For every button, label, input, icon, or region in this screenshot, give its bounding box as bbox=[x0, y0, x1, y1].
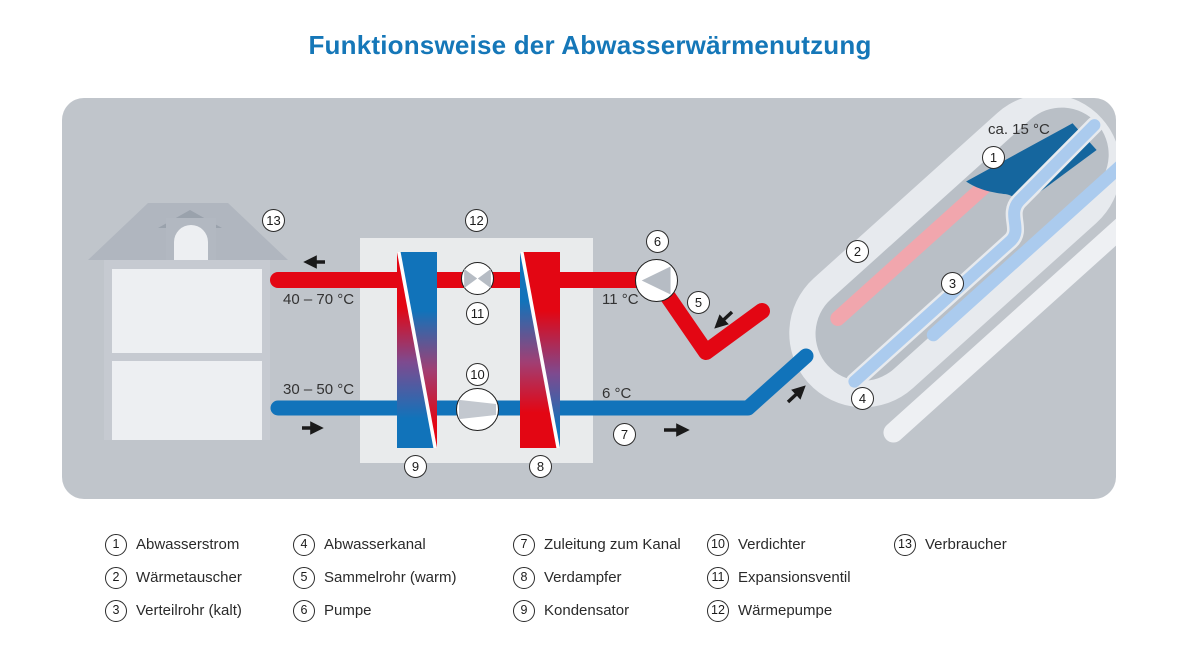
legend-item: 13 Verbraucher bbox=[894, 533, 1007, 556]
warm-pipe-diagonal bbox=[656, 283, 770, 360]
channel-outer-rim bbox=[883, 208, 1116, 443]
diagram-marker-13: 13 bbox=[262, 209, 285, 232]
flow-arrow-downleft bbox=[714, 310, 734, 329]
condenser-bar bbox=[397, 252, 437, 448]
distribution-pipe-cold bbox=[926, 150, 1116, 342]
legend-item-number: 2 bbox=[105, 566, 127, 589]
legend-item: 6 Pumpe bbox=[293, 599, 457, 622]
legend-item-number: 6 bbox=[293, 599, 315, 622]
legend-column-1: 1 Abwasserstrom 2 Wärmetauscher 3 Verteilro… bbox=[105, 533, 242, 622]
expansion-valve-symbol bbox=[461, 262, 494, 295]
diagram-graphics bbox=[270, 98, 1116, 443]
pump-symbol bbox=[635, 259, 678, 302]
diagram-marker-3: 3 bbox=[941, 272, 964, 295]
temp-warm-supply: 40 – 70 °C bbox=[283, 291, 355, 308]
diagram-marker-12: 12 bbox=[465, 209, 488, 232]
diagram-marker-11: 11 bbox=[466, 302, 489, 325]
temp-collector-cold: 6 °C bbox=[602, 385, 632, 402]
diagram-marker-1: 1 bbox=[982, 146, 1005, 169]
compressor-icon bbox=[459, 399, 496, 420]
heat-exchanger-pipe-warm bbox=[830, 170, 1002, 326]
legend-item-label: Verbraucher bbox=[925, 536, 1007, 553]
legend-item-label: Abwasserkanal bbox=[324, 536, 426, 553]
temp-sewage: ca. 15 °C bbox=[988, 121, 1050, 138]
pump-icon bbox=[641, 266, 671, 295]
legend-item-number: 1 bbox=[105, 533, 127, 556]
legend-item-label: Sammelrohr (warm) bbox=[324, 569, 457, 586]
diagram-marker-2: 2 bbox=[846, 240, 869, 263]
legend-item-label: Zuleitung zum Kanal bbox=[544, 536, 681, 553]
legend-item-label: Pumpe bbox=[324, 602, 372, 619]
temp-collector-warm: 11 °C bbox=[602, 291, 639, 308]
diagram-marker-4: 4 bbox=[851, 387, 874, 410]
sewage-water bbox=[966, 123, 1097, 202]
evaporator-bar bbox=[520, 252, 560, 448]
legend-item: 9 Kondensator bbox=[513, 599, 681, 622]
legend-item: 5 Sammelrohr (warm) bbox=[293, 566, 457, 589]
legend-item-number: 7 bbox=[513, 533, 535, 556]
legend-item: 1 Abwasserstrom bbox=[105, 533, 242, 556]
legend-item-label: Verdichter bbox=[738, 536, 806, 553]
legend-column-5: 13 Verbraucher bbox=[894, 533, 1007, 556]
legend-item: 3 Verteilrohr (kalt) bbox=[105, 599, 242, 622]
legend-item: 4 Abwasserkanal bbox=[293, 533, 457, 556]
legend-item: 2 Wärmetauscher bbox=[105, 566, 242, 589]
diagram-marker-6: 6 bbox=[646, 230, 669, 253]
legend-item-number: 9 bbox=[513, 599, 535, 622]
legend-item-number: 8 bbox=[513, 566, 535, 589]
legend-item-number: 13 bbox=[894, 533, 916, 556]
legend-item-number: 3 bbox=[105, 599, 127, 622]
house-window-upper bbox=[112, 269, 262, 353]
temp-warm-return: 30 – 50 °C bbox=[283, 381, 355, 398]
diagram-marker-7: 7 bbox=[613, 423, 636, 446]
page-title: Funktionsweise der Abwasserwärmenutzung bbox=[308, 30, 872, 60]
diagram-marker-5: 5 bbox=[687, 291, 710, 314]
legend-item: 10 Verdichter bbox=[707, 533, 851, 556]
legend-item-label: Kondensator bbox=[544, 602, 630, 619]
diagram-marker-9: 9 bbox=[404, 455, 427, 478]
legend-item-label: Verteilrohr (kalt) bbox=[136, 602, 242, 619]
diagram-marker-10: 10 bbox=[466, 363, 489, 386]
legend-item-label: Wärmetauscher bbox=[136, 569, 242, 586]
legend-item-number: 12 bbox=[707, 599, 729, 622]
legend-item-number: 5 bbox=[293, 566, 315, 589]
legend-item-number: 11 bbox=[707, 566, 729, 589]
valve-icon bbox=[464, 268, 478, 289]
legend-item-label: Abwasserstrom bbox=[136, 536, 240, 553]
legend-item-number: 4 bbox=[293, 533, 315, 556]
valve-icon bbox=[477, 268, 491, 289]
sewer-channel bbox=[789, 98, 1116, 443]
legend-item: 7 Zuleitung zum Kanal bbox=[513, 533, 681, 556]
house-window-lower bbox=[112, 361, 262, 440]
flow-arrow-upright bbox=[786, 385, 806, 404]
legend-item: 8 Verdampfer bbox=[513, 566, 681, 589]
cold-distribution-pipe bbox=[848, 119, 1101, 388]
compressor-symbol bbox=[456, 388, 499, 431]
diagram-panel bbox=[62, 98, 1116, 499]
legend-column-2: 4 Abwasserkanal 5 Sammelrohr (warm) 6 Pumpe bbox=[293, 533, 457, 622]
legend-column-3: 7 Zuleitung zum Kanal 8 Verdampfer 9 Konden… bbox=[513, 533, 681, 622]
legend-item: 11 Expansionsventil bbox=[707, 566, 851, 589]
legend-item-label: Verdampfer bbox=[544, 569, 622, 586]
diagram-marker-8: 8 bbox=[529, 455, 552, 478]
legend-item-number: 10 bbox=[707, 533, 729, 556]
legend-column-4: 10 Verdichter 11 Expansionsventil 12 Wärmep… bbox=[707, 533, 851, 622]
legend-item-label: Expansionsventil bbox=[738, 569, 851, 586]
legend-item-label: Wärmepumpe bbox=[738, 602, 833, 619]
dormer-window bbox=[174, 225, 208, 260]
legend-item: 12 Wärmepumpe bbox=[707, 599, 851, 622]
